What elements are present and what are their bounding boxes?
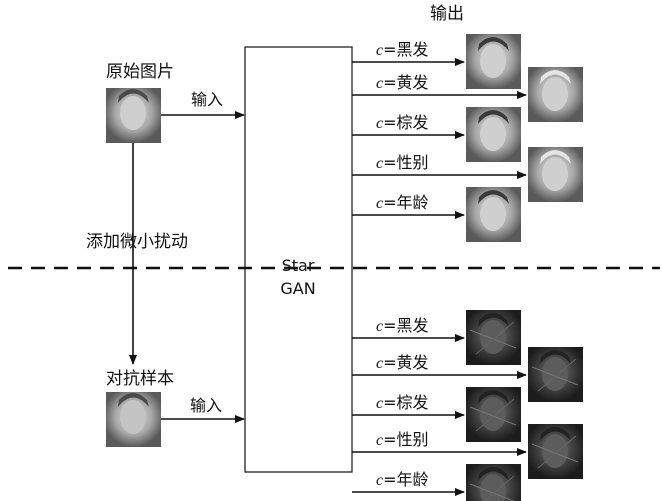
condition-value: =性别	[383, 153, 428, 172]
top-condition-label-4: c=性别	[376, 153, 429, 172]
top-output-face-photo-5	[466, 187, 521, 242]
condition-value: =黑发	[383, 316, 428, 335]
condition-value: =年龄	[383, 193, 428, 212]
top-condition-label-1: c=黑发	[376, 40, 429, 59]
input-label-top: 输入	[191, 90, 223, 109]
condition-variable: c	[376, 432, 383, 449]
condition-variable: c	[376, 155, 383, 172]
condition-variable: c	[376, 355, 383, 372]
top-output-face-photo-1	[466, 34, 521, 89]
adversarial-face-photo	[106, 392, 161, 447]
condition-value: =棕发	[383, 113, 428, 132]
bottom-condition-label-2: c=黄发	[376, 353, 429, 372]
condition-value: =黄发	[383, 73, 428, 92]
condition-variable: c	[376, 195, 383, 212]
condition-value: =年龄	[383, 470, 428, 489]
model-name-line2: GAN	[280, 279, 315, 298]
condition-variable: c	[376, 472, 383, 489]
condition-value: =性别	[383, 430, 428, 449]
source-face-photo	[106, 88, 161, 143]
bottom-condition-label-3: c=棕发	[376, 393, 429, 412]
condition-value: =黄发	[383, 353, 428, 372]
top-condition-label-3: c=棕发	[376, 113, 429, 132]
bottom-output-face-photo-3	[466, 387, 521, 442]
output-title: 输出	[430, 4, 464, 24]
bottom-output-face-photo-4	[528, 424, 583, 479]
top-output-face-photo-4	[528, 147, 583, 202]
bottom-condition-label-4: c=性别	[376, 430, 429, 449]
bottom-output-face-photo-5	[466, 464, 521, 501]
bottom-output-face-photo-2	[528, 347, 583, 402]
condition-value: =棕发	[383, 393, 428, 412]
condition-variable: c	[376, 42, 383, 59]
input-label-bottom: 输入	[190, 396, 222, 415]
top-output-face-photo-2	[528, 67, 583, 122]
bottom-condition-label-1: c=黑发	[376, 316, 429, 335]
top-condition-label-5: c=年龄	[376, 193, 429, 212]
stargan-box	[244, 46, 353, 473]
condition-variable: c	[376, 318, 383, 335]
condition-value: =黑发	[383, 40, 428, 59]
bottom-condition-label-5: c=年龄	[376, 470, 429, 489]
bottom-output-face-photo-1	[466, 310, 521, 365]
perturbation-label: 添加微小扰动	[86, 232, 188, 252]
adversarial-sample-label: 对抗样本	[106, 369, 174, 389]
top-output-face-photo-3	[466, 107, 521, 162]
condition-variable: c	[376, 395, 383, 412]
model-name-line1: Star	[282, 256, 315, 275]
condition-variable: c	[376, 75, 383, 92]
top-condition-label-2: c=黄发	[376, 73, 429, 92]
condition-variable: c	[376, 115, 383, 132]
original-image-label: 原始图片	[106, 62, 174, 82]
output-branches: c=黑发c=黄发c=棕发c=性别c=年龄c=黑发c=黄发c=棕发c=性别c=年龄	[352, 34, 583, 501]
